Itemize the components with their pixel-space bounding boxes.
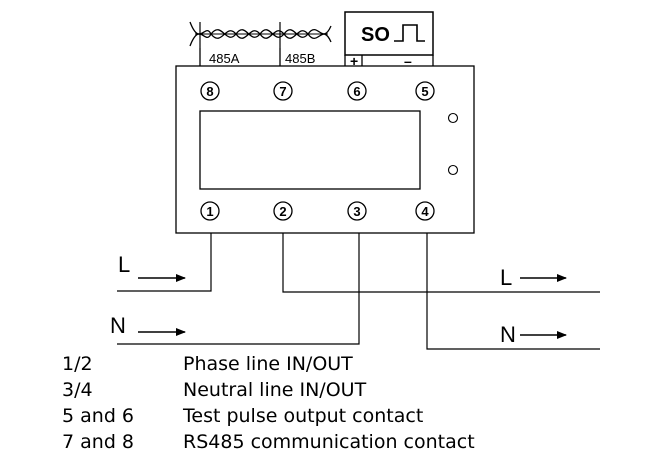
twisted-pair-cable-icon [189,21,332,48]
legend-description: Phase line IN/OUT [183,353,353,375]
svg-text:7: 7 [279,84,286,99]
header-label-485b: 485B [285,51,315,66]
svg-text:4: 4 [421,204,429,219]
meter-display-window [199,110,421,190]
header-label-minus: – [404,53,412,69]
terminal-7: 7 [273,81,293,101]
wire-phase-out [282,233,600,293]
legend-key: 5 and 6 [62,405,135,427]
legend-key: 7 and 8 [62,431,135,453]
svg-text:2: 2 [279,204,286,219]
so-output-box: SO [344,11,434,56]
wire-phase-in [117,233,212,292]
so-label: SO [361,24,390,46]
svg-text:5: 5 [421,84,428,99]
terminal-5: 5 [415,81,435,101]
legend-description: RS485 communication contact [183,431,475,453]
terminal-6: 6 [347,81,367,101]
header-label-485a: 485A [209,51,240,66]
terminal-header-strip: 485A 485B + – [199,48,434,69]
terminal-4: 4 [415,201,435,221]
pulse-icon [394,24,425,42]
legend-description: Neutral line IN/OUT [183,379,367,401]
terminal-8: 8 [200,81,220,101]
indicator-led-1 [447,112,459,124]
terminal-2: 2 [273,201,293,221]
legend-row: 1/2 Phase line IN/OUT [0,352,669,376]
legend-description: Test pulse output contact [183,405,424,427]
wire-label-right-n: N [500,322,516,347]
legend-row: 3/4 Neutral line IN/OUT [0,378,669,402]
wire-label-right-l: L [500,265,512,290]
header-label-plus: + [350,53,358,69]
wire-label-left-l: L [118,252,130,277]
indicator-led-2 [447,164,459,176]
legend-row: 5 and 6 Test pulse output contact [0,404,669,428]
svg-text:6: 6 [353,84,360,99]
wire-neutral-in [117,233,360,345]
svg-text:8: 8 [206,84,213,99]
wire-label-left-n: N [110,313,126,338]
wire-neutral-out [426,233,600,350]
legend-key: 1/2 [62,353,93,375]
terminal-3: 3 [347,201,367,221]
svg-text:3: 3 [353,204,360,219]
svg-text:1: 1 [206,204,213,219]
legend-row: 7 and 8 RS485 communication contact [0,430,669,454]
terminal-1: 1 [200,201,220,221]
legend-key: 3/4 [62,379,93,401]
